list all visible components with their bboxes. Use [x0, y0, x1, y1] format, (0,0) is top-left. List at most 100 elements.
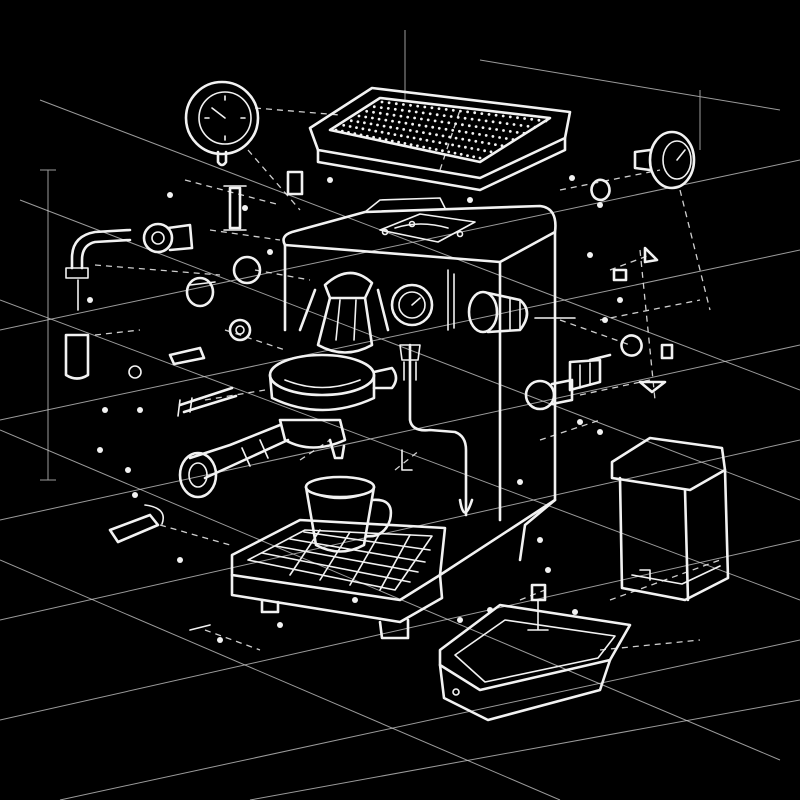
- perforation-dot: [357, 114, 361, 118]
- perforation-dot: [378, 111, 382, 115]
- perforation-dot: [523, 117, 526, 120]
- scatter-dots: [87, 175, 623, 643]
- perforation-dot: [457, 144, 461, 148]
- perforation-dot: [474, 139, 478, 143]
- perforation-dot: [359, 133, 363, 137]
- perforation-dot: [498, 136, 501, 139]
- perforation-dot: [487, 113, 491, 116]
- scatter-dot: [277, 622, 283, 628]
- scatter-dot: [517, 479, 523, 485]
- perforation-dot: [395, 126, 399, 130]
- scatter-dot: [352, 597, 358, 603]
- perforation-dot: [473, 111, 477, 115]
- perforation-dot: [409, 103, 412, 107]
- scatter-dot: [125, 467, 131, 473]
- perforation-dot: [437, 107, 441, 110]
- perforation-dot: [379, 106, 383, 109]
- drip-tray-base: [230, 498, 557, 640]
- perforation-dot: [390, 139, 394, 143]
- perforation-dot: [484, 119, 488, 123]
- perforation-dot: [435, 133, 438, 137]
- perforation-dot: [393, 107, 397, 111]
- perforation-dot: [500, 144, 504, 148]
- perforation-dot: [374, 129, 378, 133]
- assembly-lines: [94, 107, 721, 651]
- perforation-dot: [431, 125, 435, 129]
- perforation-dot: [472, 155, 476, 159]
- perforation-dot: [353, 132, 357, 136]
- perforation-dot: [371, 116, 374, 120]
- perforation-dot: [422, 145, 426, 149]
- perforation-dot: [372, 105, 376, 109]
- perforation-dot: [470, 117, 474, 121]
- perforation-dot: [474, 125, 478, 128]
- perforation-dot: [488, 127, 492, 130]
- scatter-dot: [457, 617, 463, 623]
- bolts-and-fittings: [108, 170, 674, 631]
- perforation-dot: [369, 122, 373, 126]
- perforation-dot: [434, 148, 438, 151]
- perforation-dot: [441, 134, 445, 138]
- perforation-dot: [394, 102, 398, 106]
- perforation-dot: [361, 127, 365, 131]
- perforation-dot: [414, 110, 418, 114]
- perforation-dot: [519, 124, 523, 127]
- perforation-dot: [464, 130, 468, 134]
- scatter-dot: [545, 567, 551, 573]
- perforation-dot: [480, 141, 484, 144]
- perforation-dot: [481, 126, 485, 129]
- perforation-dot: [454, 122, 457, 126]
- drip-tray: [438, 603, 632, 722]
- perforation-dot: [461, 123, 464, 127]
- perforation-dot: [428, 132, 432, 136]
- perforation-dot: [334, 128, 338, 132]
- scatter-dot: [572, 609, 578, 615]
- perforation-dot: [409, 143, 413, 147]
- scatter-dot: [132, 492, 138, 498]
- perforation-dot: [459, 152, 463, 156]
- perforation-dot: [444, 127, 448, 131]
- scatter-dot: [597, 202, 603, 208]
- perforation-dot: [411, 122, 414, 126]
- perforation-dot: [389, 125, 392, 129]
- perforation-dot: [484, 134, 488, 137]
- perforation-dot: [483, 149, 486, 153]
- perforation-dot: [516, 116, 519, 120]
- perforation-dot: [530, 117, 534, 121]
- scatter-dot: [87, 297, 93, 303]
- perforation-dot: [399, 114, 403, 118]
- perforation-dot: [365, 109, 369, 113]
- perforation-dot: [386, 107, 390, 110]
- perforation-dot: [382, 124, 386, 128]
- perforation-dot: [491, 120, 495, 124]
- scatter-dot: [467, 197, 473, 203]
- perforation-dot: [413, 116, 416, 120]
- scatter-dot: [267, 249, 273, 255]
- perforation-dot: [372, 110, 375, 114]
- perforation-dot: [440, 120, 444, 124]
- perforation-dot: [407, 109, 411, 113]
- perforation-dot: [422, 131, 425, 135]
- perforation-dot: [385, 112, 389, 116]
- perforation-dot: [416, 144, 419, 148]
- perforation-dot: [397, 140, 400, 144]
- scatter-dot: [487, 607, 493, 613]
- perforation-dot: [501, 114, 505, 118]
- perforation-dot: [408, 129, 412, 132]
- body-gauge: [390, 283, 434, 327]
- perforation-dot: [384, 138, 388, 142]
- scatter-dot: [167, 192, 173, 198]
- perforation-dot: [435, 113, 439, 117]
- perforation-dot: [478, 133, 481, 136]
- perforation-dot: [421, 111, 425, 115]
- perforation-dot: [380, 130, 384, 134]
- machine-body: [282, 197, 557, 562]
- perforation-dot: [476, 148, 480, 151]
- perforation-dot: [397, 120, 401, 124]
- perforation-dot: [480, 112, 484, 115]
- perforation-dot: [461, 137, 465, 141]
- perforation-dot: [478, 156, 482, 160]
- perforation-dot: [522, 131, 526, 135]
- perforation-dot: [387, 101, 391, 105]
